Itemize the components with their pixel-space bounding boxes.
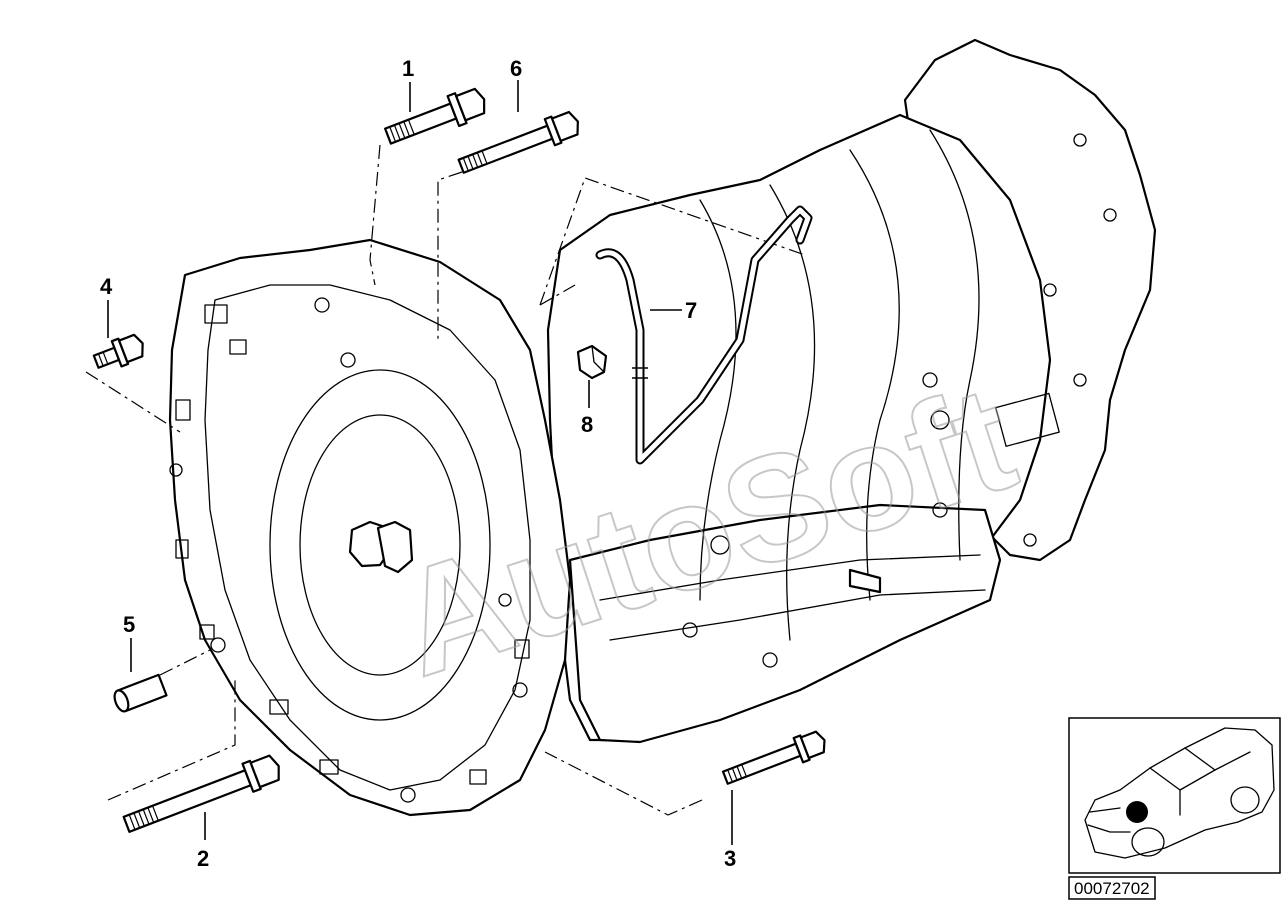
callout-7: 7 [685,298,697,323]
callout-5: 5 [123,612,135,637]
leader-lines [85,80,806,845]
part-1-hex-bolt [384,87,486,145]
car-outline-icon [1084,727,1275,859]
reference-number-box: 00072702 [1068,876,1156,900]
callout-numbers: 1 6 4 7 8 5 2 3 [100,56,736,871]
part-5-dowel-sleeve [113,673,168,713]
bell-housing [168,238,572,817]
part-2-hex-bolt [122,754,280,833]
part-8-clip [576,344,608,380]
callout-8: 8 [581,412,593,437]
locator-inset [1068,717,1281,874]
callout-6: 6 [510,56,522,81]
callout-3: 3 [724,846,736,871]
location-marker-icon [1126,801,1148,823]
callout-2: 2 [197,846,209,871]
callout-1: 1 [402,56,414,81]
part-4-hex-bolt [92,333,144,369]
part-3-hex-bolt [721,730,826,785]
part-6-hex-bolt [457,110,579,174]
reference-number: 00072702 [1074,879,1150,898]
callout-4: 4 [100,274,113,299]
part-7-vent-pipe [595,205,813,465]
